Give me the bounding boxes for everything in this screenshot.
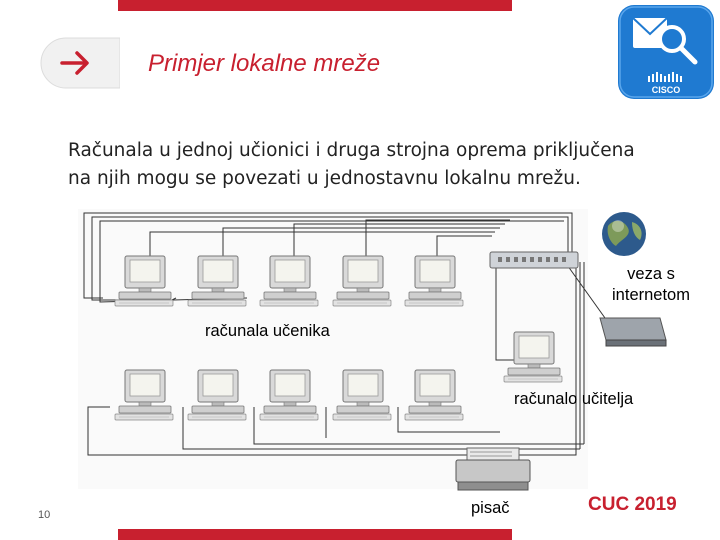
footer-brand: CUC 2019 [588, 494, 677, 516]
internet-label-line1: veza s internetom [611, 264, 691, 306]
printer-icon [456, 448, 530, 490]
students-label: računala učenika [205, 322, 330, 341]
network-switch [490, 252, 578, 268]
globe-icon [602, 212, 646, 256]
page-number: 10 [38, 509, 50, 521]
modem-icon [600, 318, 666, 346]
bottom-accent-bar [118, 529, 512, 540]
teacher-label: računalo učitelja [514, 390, 633, 409]
internet-label: veza s internetom [611, 264, 691, 306]
printer-label: pisač [471, 499, 510, 518]
